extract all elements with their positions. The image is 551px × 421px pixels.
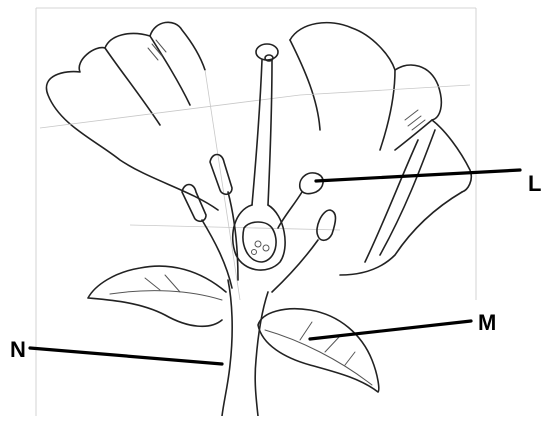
right-sepal xyxy=(258,309,379,392)
leader-N xyxy=(30,348,222,364)
filament-4 xyxy=(272,240,318,292)
sepals xyxy=(88,266,379,392)
filament-3 xyxy=(278,192,302,228)
pistil xyxy=(233,44,285,270)
stem-right xyxy=(255,292,268,416)
stem-left xyxy=(222,280,232,416)
style-right xyxy=(268,60,272,205)
ovary xyxy=(233,205,285,270)
label-m: M xyxy=(478,312,496,334)
anther-3 xyxy=(300,173,323,194)
leader-M xyxy=(310,321,471,339)
stamens xyxy=(182,155,336,293)
stem xyxy=(222,280,268,416)
label-n: N xyxy=(10,339,26,361)
left-sepal xyxy=(88,266,226,326)
anther-2 xyxy=(182,185,206,222)
label-l: L xyxy=(528,173,541,195)
anther-4 xyxy=(317,210,336,240)
stigma xyxy=(256,44,278,60)
leader-L xyxy=(316,170,520,181)
style-left xyxy=(252,60,262,205)
